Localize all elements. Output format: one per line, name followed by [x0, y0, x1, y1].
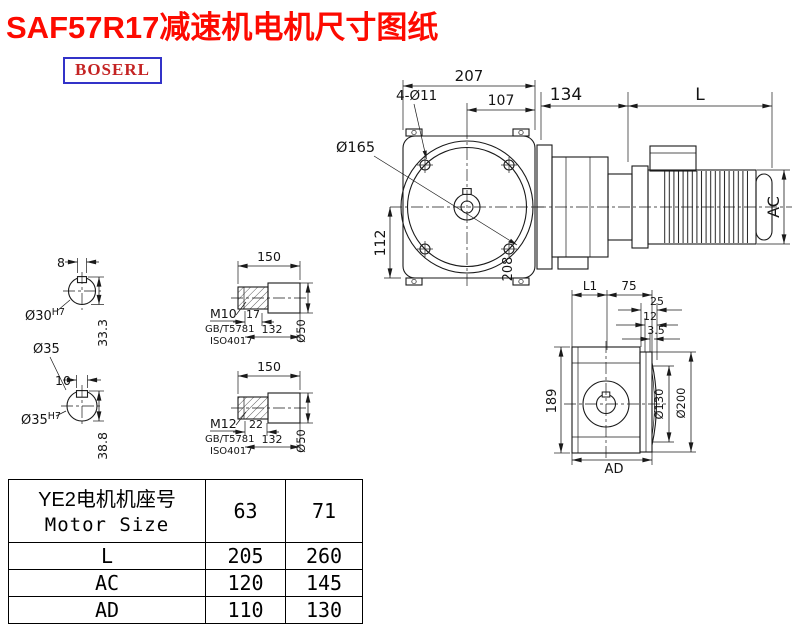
- shaft2-length-label: 150: [257, 359, 281, 374]
- dim-75-label: 75: [621, 279, 636, 293]
- key-width-10-label: 10: [55, 373, 71, 388]
- motor-size-table: YE2电机机座号 Motor Size 63 71 L 205 260 AC 1…: [8, 479, 363, 624]
- dim-189-label: 189: [545, 389, 560, 414]
- dim-flange-dia: Ø165: [336, 140, 518, 246]
- table-cell: 120: [205, 569, 286, 597]
- dim-AD-label: AD: [605, 462, 624, 477]
- key-depth-33-label: 33.3: [95, 319, 110, 347]
- dim-112-label: 112: [373, 230, 389, 257]
- shaft-detail-M12: 150 M12 GB/T5781 ISO4017 22 132 Ø50: [205, 359, 313, 457]
- standard-gb-label: GB/T5781: [205, 324, 255, 335]
- body-len-132-label: 132: [262, 323, 283, 336]
- row-label-AD: AD: [8, 596, 206, 624]
- dim-O200-label: Ø200: [674, 387, 688, 418]
- dim-O130-label: Ø130: [652, 388, 666, 419]
- dim-12: 12: [616, 310, 678, 352]
- dim-112: 112: [373, 207, 401, 279]
- dim-L1: L1: [571, 279, 608, 350]
- dim-L: L: [628, 85, 773, 168]
- key-width-8-label: 8: [57, 255, 65, 270]
- dim-3-5-label: 3.5: [647, 324, 665, 337]
- dim-AD: AD: [571, 452, 653, 477]
- motor-size-header-cn: YE2电机机座号: [38, 488, 176, 511]
- dia-O50-label: Ø50: [294, 319, 308, 343]
- flange-dia-label: Ø165: [336, 140, 375, 156]
- dim-107: 107: [466, 93, 535, 127]
- motor-size-header-en: Motor Size: [44, 513, 170, 536]
- dim-O200: Ø200: [652, 351, 696, 453]
- thread-M10-label: M10: [210, 306, 237, 321]
- bolt-holes-label: 4-Ø11: [396, 88, 437, 104]
- dia-O50-label: Ø50: [294, 429, 308, 453]
- bore-O35H7-label: Ø35H7: [21, 411, 61, 428]
- dim-208-label: 208: [501, 257, 516, 282]
- standard-iso-label: ISO4017: [210, 336, 253, 347]
- table-cell: 110: [205, 596, 286, 624]
- row-label-AC: AC: [8, 569, 206, 597]
- dim-107-label: 107: [488, 93, 515, 109]
- gearbox-motor-side-view: 208: [501, 144, 792, 282]
- shaft-dia-O35-label: Ø35: [33, 342, 60, 357]
- thread-len-17-label: 17: [246, 308, 260, 321]
- dim-3-5: 3.5: [622, 324, 680, 352]
- table-row: L 205 260: [8, 542, 363, 570]
- dim-75: 75: [607, 279, 653, 352]
- table-cell: 260: [285, 542, 363, 570]
- dim-207: 207: [402, 67, 536, 130]
- key-depth-38-label: 38.8: [95, 432, 110, 460]
- motor-terminal-box: [649, 145, 697, 172]
- shaft1-length-label: 150: [257, 249, 281, 264]
- dim-12-label: 12: [643, 310, 657, 323]
- standard-iso-label: ISO4017: [210, 446, 253, 457]
- gearbox-front-view: [390, 127, 544, 287]
- dim-134-label: 134: [550, 85, 582, 105]
- table-cell: 130: [285, 596, 363, 624]
- dim-134: 134: [540, 85, 629, 162]
- table-cell: 145: [285, 569, 363, 597]
- table-row: AD 110 130: [8, 596, 363, 624]
- dim-189: 189: [545, 346, 570, 454]
- thread-len-22-label: 22: [249, 418, 263, 431]
- shaft-section-O30: 8 Ø30H7 33.3: [25, 255, 110, 347]
- bolt-hole-crosses: [417, 157, 517, 257]
- table-cell: 205: [205, 542, 286, 570]
- motor-size-header: YE2电机机座号 Motor Size: [8, 479, 206, 543]
- standard-gb-label: GB/T5781: [205, 434, 255, 445]
- table-cell: 63: [205, 479, 286, 543]
- table-row: AC 120 145: [8, 569, 363, 597]
- shaft-section-O35: Ø35 10 Ø35H7 38.8: [21, 342, 110, 460]
- dim-25-label: 25: [650, 295, 664, 308]
- brand-logo: BOSERL: [63, 57, 162, 84]
- table-cell: 71: [285, 479, 363, 543]
- output-flange-view: [564, 341, 668, 460]
- shaft-detail-M10: 150 M10 GB/T5781 ISO4017 17 132 Ø50: [205, 249, 313, 347]
- dim-207-label: 207: [455, 67, 484, 85]
- thread-M12-label: M12: [210, 416, 237, 431]
- bore-O30H7-label: Ø30H7: [25, 307, 65, 324]
- page-title: SAF57R17减速机电机尺寸图纸: [6, 10, 439, 45]
- dim-L1-label: L1: [583, 279, 597, 293]
- row-label-L: L: [8, 542, 206, 570]
- body-len-132-label: 132: [262, 433, 283, 446]
- dim-O130: Ø130: [652, 365, 674, 443]
- dim-bolt-holes: 4-Ø11: [396, 88, 437, 160]
- dim-L-label: L: [695, 85, 705, 105]
